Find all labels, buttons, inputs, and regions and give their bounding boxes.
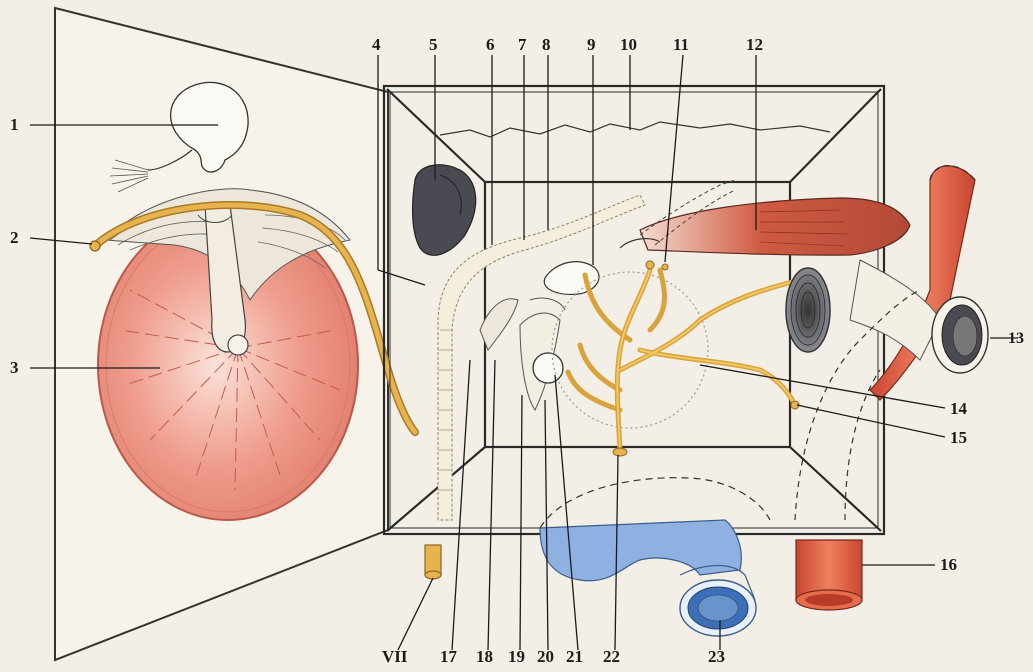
label-vii: VII	[382, 647, 408, 666]
label-14: 14	[950, 399, 968, 418]
label-19: 19	[508, 647, 525, 666]
label-5: 5	[429, 35, 438, 54]
promontory	[552, 272, 708, 428]
label-22: 22	[603, 647, 620, 666]
label-3: 3	[10, 358, 19, 377]
label-17: 17	[440, 647, 458, 666]
label-4: 4	[372, 35, 381, 54]
tensor-tympani-muscle	[620, 198, 910, 255]
label-13: 13	[1008, 330, 1024, 347]
label-7: 7	[518, 35, 527, 54]
facial-nerve-trunk	[425, 545, 441, 579]
tympanic-antrum-opening	[413, 165, 476, 256]
label-8: 8	[542, 35, 551, 54]
label-11: 11	[673, 35, 689, 54]
round-window	[533, 353, 563, 383]
label-18: 18	[476, 647, 493, 666]
auditory-tube-opening	[786, 268, 830, 352]
label-6: 6	[486, 35, 495, 54]
label-2: 2	[10, 228, 19, 247]
tegmen-tympani	[440, 122, 830, 137]
label-10: 10	[620, 35, 637, 54]
label-21: 21	[566, 647, 583, 666]
label-9: 9	[587, 35, 596, 54]
label-1: 1	[10, 115, 19, 134]
label-12: 12	[746, 35, 763, 54]
carotid-artery-lower	[796, 540, 862, 610]
carotid-canal	[850, 260, 988, 373]
label-23: 23	[708, 647, 725, 666]
label-15: 15	[950, 428, 967, 447]
label-16: 16	[940, 555, 957, 574]
label-20: 20	[537, 647, 554, 666]
